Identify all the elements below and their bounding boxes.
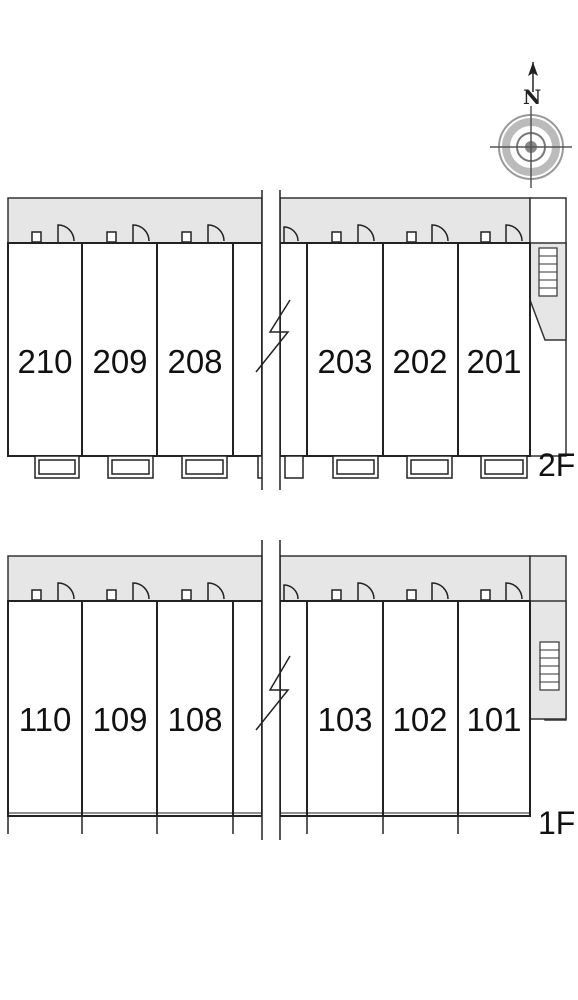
unit-label-210: 210 xyxy=(17,343,72,380)
unit-box-203 xyxy=(306,242,384,457)
unit-box-201 xyxy=(457,242,531,457)
compass-rose-icon: N xyxy=(490,62,572,188)
floor-2f-plan: 210 209 208 203 202 201 2F xyxy=(7,197,575,483)
unit-label-110: 110 xyxy=(19,701,72,738)
unit-label-109: 109 xyxy=(92,701,147,738)
unit-label-202: 202 xyxy=(392,343,447,380)
floor-label-1f: 1F xyxy=(538,805,575,841)
floor-label-2f: 2F xyxy=(538,447,575,483)
unit-box-110 xyxy=(7,600,83,817)
unit-box-101 xyxy=(457,600,531,817)
omission-break-marks xyxy=(255,190,291,840)
north-label: N xyxy=(523,85,541,109)
stairs-1f xyxy=(539,641,560,691)
unit-label-103: 103 xyxy=(317,701,372,738)
unit-box-103 xyxy=(306,600,384,817)
door-icons-2f xyxy=(31,224,523,243)
door-icons-1f xyxy=(31,582,523,601)
unit-label-201: 201 xyxy=(466,343,521,380)
balcony-icons-2f xyxy=(34,455,528,479)
unit-label-209: 209 xyxy=(92,343,147,380)
unit-label-203: 203 xyxy=(317,343,372,380)
unit-box-109 xyxy=(81,600,158,817)
unit-label-108: 108 xyxy=(167,701,222,738)
unit-box-209 xyxy=(81,242,158,457)
unit-label-101: 101 xyxy=(466,701,521,738)
unit-box-208 xyxy=(156,242,234,457)
unit-label-208: 208 xyxy=(167,343,222,380)
stairs-2f xyxy=(538,247,558,297)
unit-label-102: 102 xyxy=(392,701,447,738)
unit-box-102 xyxy=(382,600,459,817)
floor-1f-plan: 110 109 108 103 102 101 1F xyxy=(7,555,575,841)
